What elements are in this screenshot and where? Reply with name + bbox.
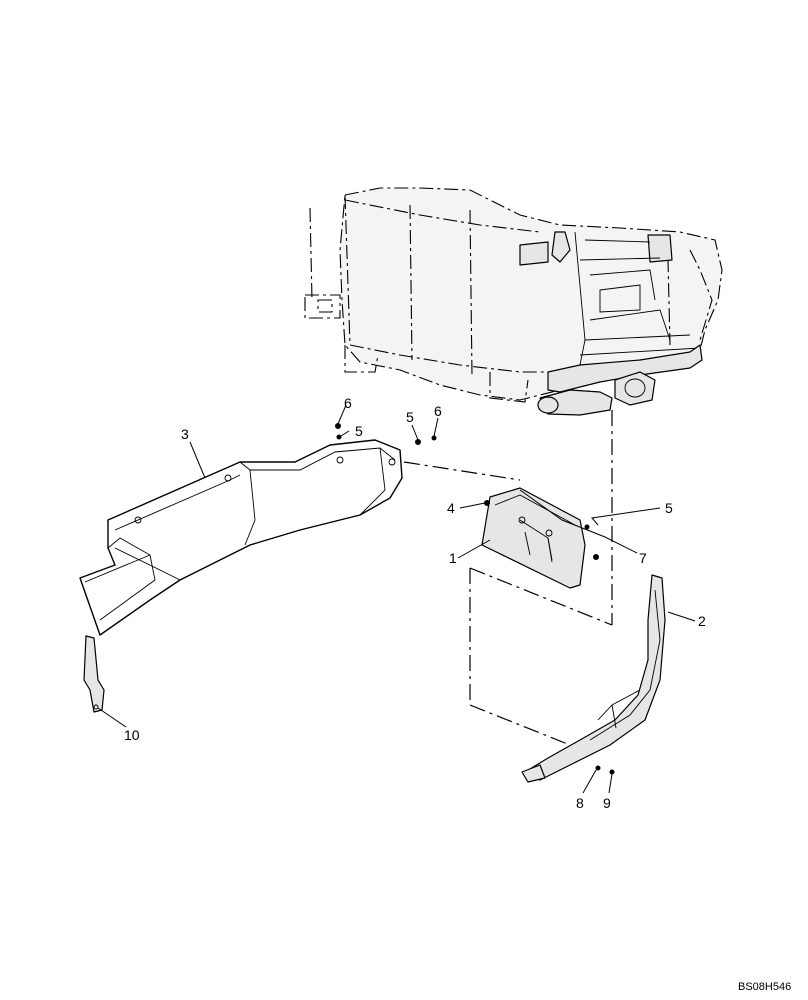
callout-10: 10	[124, 727, 140, 743]
alignment-phantom-lines	[403, 410, 613, 746]
drawing-code: BS08H546	[738, 981, 791, 993]
callout-9: 9	[603, 795, 611, 811]
hardware-fasteners	[335, 423, 615, 775]
callout-7: 7	[639, 550, 647, 566]
callout-4: 4	[447, 500, 455, 516]
callout-8: 8	[576, 795, 584, 811]
callout-5: 5	[665, 500, 673, 516]
callout-6: 6	[434, 403, 442, 419]
callout-3: 3	[181, 426, 189, 442]
machine-frame-phantom	[304, 187, 723, 416]
callout-6: 6	[344, 395, 352, 411]
part-3-tunnel-cover	[79, 439, 403, 636]
callout-5: 5	[406, 409, 414, 425]
callout-2: 2	[698, 613, 706, 629]
callout-5: 5	[355, 423, 363, 439]
part-10-bracket	[83, 635, 105, 713]
callout-labels: 3 6 5 5 6 4 1 5 7 2 10 8 9	[124, 395, 706, 811]
leader-lines	[97, 404, 696, 794]
part-1-center-plate	[481, 487, 586, 589]
part-2-side-trim	[521, 574, 666, 783]
callout-1: 1	[449, 550, 457, 566]
